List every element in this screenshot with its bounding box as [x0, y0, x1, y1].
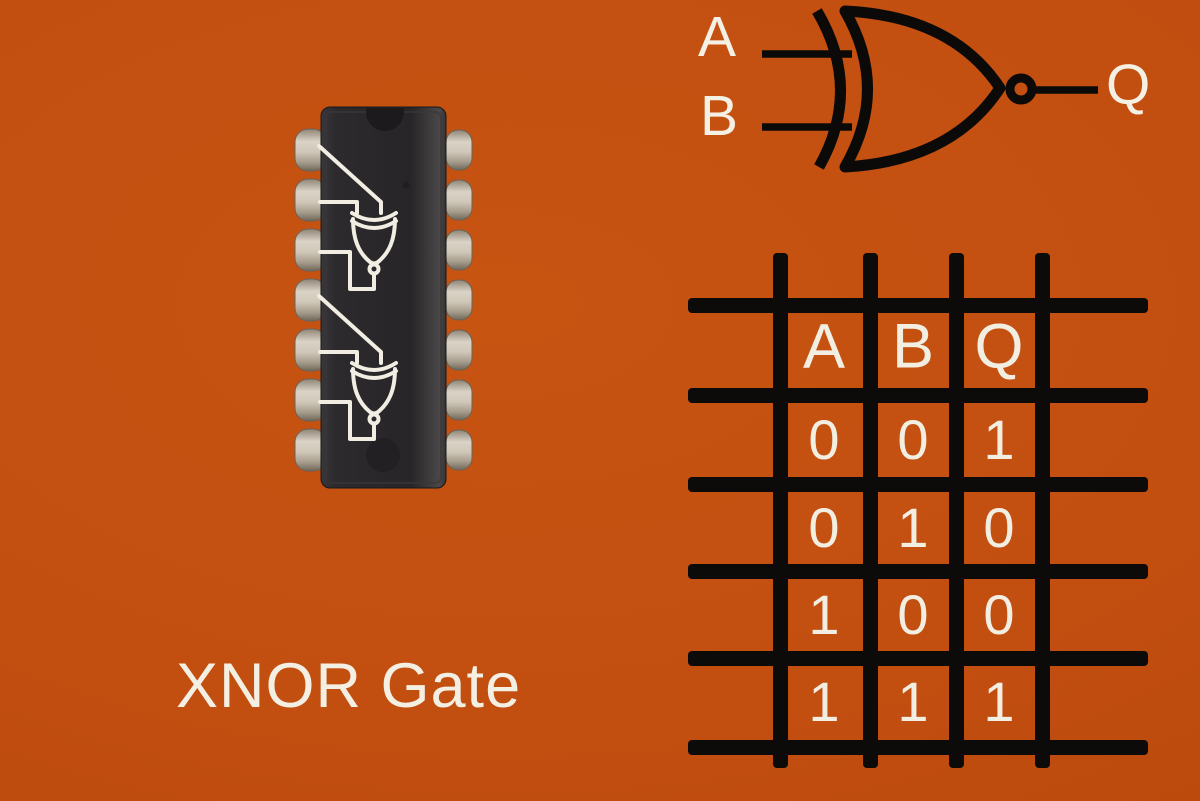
grid-line-horizontal — [688, 651, 1148, 666]
chip-pin — [445, 379, 473, 421]
gate-body — [839, 5, 1006, 173]
truth-table-cell: 0 — [983, 496, 1015, 559]
chip-pin — [445, 279, 473, 321]
chip-pin — [445, 129, 473, 171]
truth-table-cell: 0 — [897, 408, 929, 471]
gate2-input-wire-b — [318, 350, 359, 365]
gate2-xor-arc-outer — [350, 361, 398, 372]
truth-table-cell: 1 — [897, 670, 929, 733]
chip-pin — [445, 179, 473, 221]
xnor-gate-symbol: A B Q — [698, 5, 1150, 173]
truth-table-header-cell: A — [802, 311, 846, 382]
grid-line-horizontal — [688, 388, 1148, 403]
truth-table-cell: 1 — [983, 408, 1015, 471]
xor-input-arc — [812, 8, 846, 170]
chip-pin — [445, 329, 473, 371]
gate1-input-wire-a — [317, 144, 383, 215]
gate1-xor-arc-outer — [350, 211, 398, 222]
grid-line-horizontal — [688, 740, 1148, 755]
input-a-label: A — [698, 5, 736, 69]
inversion-bubble — [1005, 73, 1037, 105]
chip-mold-dot — [366, 438, 400, 472]
grid-line-vertical — [863, 253, 878, 768]
truth-table-cell: 0 — [897, 583, 929, 646]
gate1-xor-arc-inner — [350, 219, 398, 230]
page-title: XNOR Gate — [176, 651, 522, 721]
gate1-input-wire-b — [318, 200, 359, 215]
input-b-label: B — [700, 84, 738, 148]
chip-pin — [445, 229, 473, 271]
chip-pin — [445, 429, 473, 471]
chip-pins-right — [445, 129, 473, 471]
gate2-xor-arc-inner — [350, 369, 398, 380]
truth-table-cell: 1 — [808, 583, 840, 646]
grid-line-vertical — [1035, 253, 1050, 768]
ic-chip — [294, 106, 473, 489]
truth-table-header-cell: B — [891, 311, 935, 382]
truth-table-cell: 1 — [808, 670, 840, 733]
chip-gate-drawing-2 — [317, 294, 398, 441]
chip-gate-drawing-1 — [317, 144, 398, 291]
output-q-label: Q — [1106, 53, 1150, 117]
grid-line-horizontal — [688, 564, 1148, 579]
truth-table-cell: 1 — [983, 670, 1015, 733]
grid-line-vertical — [773, 253, 788, 768]
grid-line-vertical — [949, 253, 964, 768]
gate1-output-wire — [318, 250, 376, 291]
truth-table-cell: 0 — [808, 496, 840, 559]
truth-table-cell: 1 — [897, 496, 929, 559]
chip-notch — [366, 108, 404, 131]
gate2-output-wire — [318, 400, 376, 441]
grid-line-horizontal — [688, 477, 1148, 492]
chip-speck — [402, 181, 410, 189]
truth-table-cell: 0 — [808, 408, 840, 471]
truth-table-header-cell: Q — [974, 311, 1024, 382]
gate2-input-wire-a — [317, 294, 383, 365]
truth-table-cell: 0 — [983, 583, 1015, 646]
grid-line-horizontal — [688, 298, 1148, 313]
